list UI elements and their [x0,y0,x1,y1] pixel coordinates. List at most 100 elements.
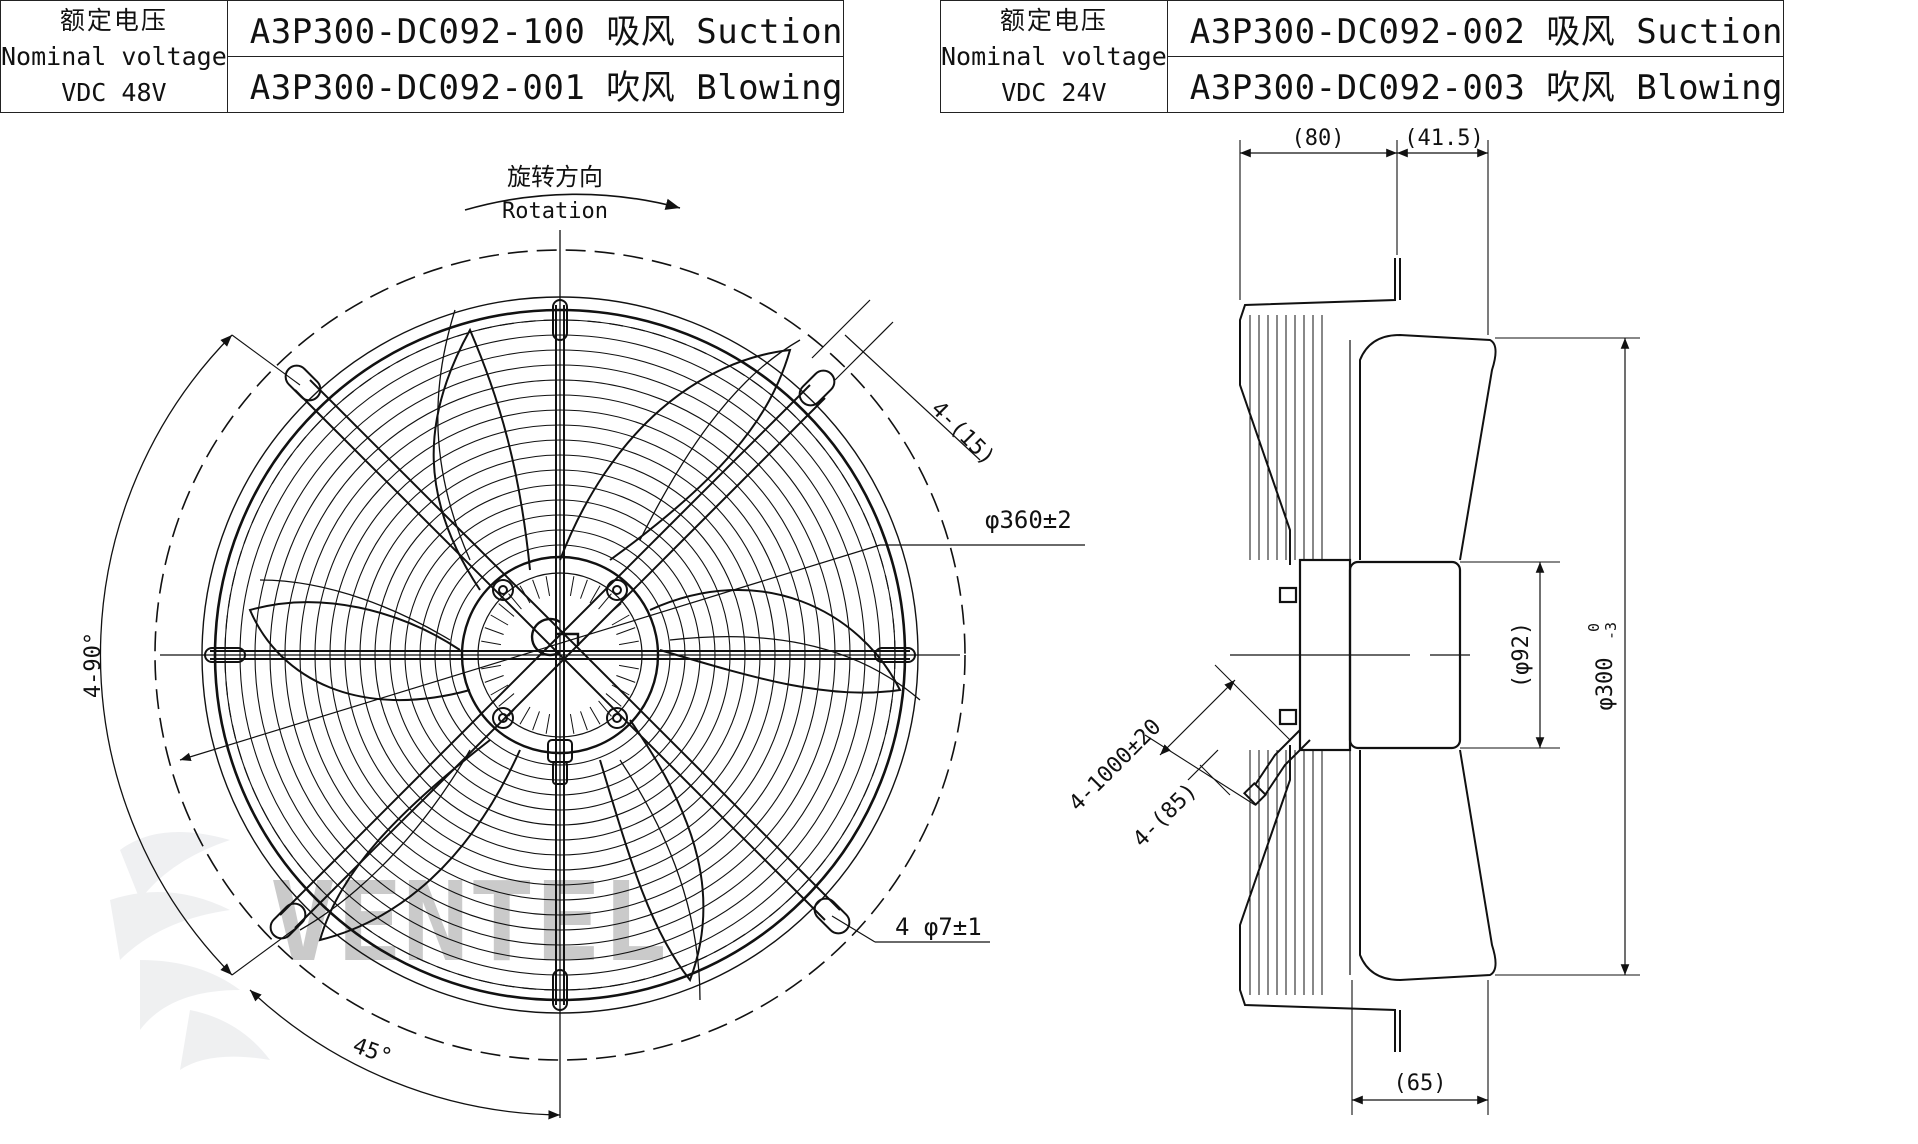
hub-fin [580,579,588,599]
model-suction: A3P300-DC092-100 吸风 Suction [226,0,845,57]
guard-ring [314,409,806,901]
side-view: (80) (41.5) (φ92) φ300 0 -3 (65) 4-1000±… [1064,126,1640,1115]
voltage-value: VDC 24V [1001,77,1107,107]
hub-fin [490,614,509,626]
dim-impeller-tol-lower: -3 [1602,622,1620,640]
hub-fin [532,579,540,599]
dim-depth-41-5-label: (41.5) [1404,126,1483,151]
watermark: VENTEL [110,832,667,1070]
guard-ring [434,529,686,781]
rotation-arrow [464,193,681,211]
hub-fin [569,576,575,596]
hub-fin [519,585,531,604]
hub-fin [532,711,540,731]
spec-table-24v: 额定电压 Nominal voltage VDC 24V A3P300-DC09… [940,0,1785,113]
voltage-label-cn: 额定电压 [999,5,1108,35]
hub-fin [598,700,612,717]
hub-fin [619,664,639,670]
guard-ring [344,439,776,871]
voltage-label-en: Nominal voltage [1,41,227,71]
model-blowing: A3P300-DC092-003 吹风 Blowing [1166,56,1785,113]
model-suction: A3P300-DC092-002 吸风 Suction [1166,0,1785,57]
hub-fin [508,700,522,717]
guard-ring [404,499,716,811]
guard-ring [449,544,671,766]
dim-cable-line [1159,679,1236,756]
guard-rings [224,319,896,991]
voltage-label-cn: 额定电压 [59,5,168,35]
hub-logo [530,617,580,657]
hub-fin [611,684,630,696]
guard-ring [389,484,731,826]
dim-cable-strip-label: 4-(85) [1128,778,1202,852]
guard-ring [284,379,836,931]
hub-fin [589,706,601,725]
hub-fin [490,684,509,696]
voltage-value: VDC 48V [61,77,167,107]
motor-body [1278,558,1462,752]
front-view: 旋转方向 Rotation 4-(15) φ360±2 4 φ7±1 4-90°… [81,163,1085,1120]
dim-impeller-tol-upper: 0 [1585,623,1603,632]
diameter-360-leader [179,544,881,761]
motor-hub-outer [460,555,660,755]
hub-fin [589,585,601,604]
watermark-text: VENTEL [270,858,667,986]
dim-depth-80-label: (80) [1292,126,1345,151]
dim-bottom-65-label: (65) [1394,1071,1447,1096]
guard-ring [299,394,821,916]
hub-fin [481,640,501,646]
dim-slot-label: 4-(15) [926,397,1000,471]
dim-angle-90-label: 4-90° [81,632,106,698]
model-blowing: A3P300-DC092-001 吹风 Blowing [226,56,845,113]
spec-table-48v: 额定电压 Nominal voltage VDC 48V A3P300-DC09… [0,0,845,113]
hub-cooling-fins [480,575,640,735]
hub-fin [498,693,515,707]
guard-ring [419,514,701,796]
hub-fin [545,576,551,596]
voltage-label-en: Nominal voltage [941,41,1167,71]
voltage-cell: 额定电压 Nominal voltage VDC 48V [0,0,228,113]
guard-ring [359,454,761,856]
dim-outer-diameter-label: φ360±2 [985,506,1072,534]
dim-cable-label: 4-1000±20 [1064,714,1166,816]
hub-fin [619,640,639,646]
hub-fin [545,714,551,734]
hub-fin [498,603,515,617]
guard-ring [269,364,851,946]
rotation-label-en: Rotation [502,199,608,224]
dim-hub-label: (φ92) [1509,622,1534,688]
guard-ring [239,334,881,976]
hub-fin [605,603,622,617]
cable [1242,729,1311,807]
hub-fin [611,614,630,626]
hub-fin [484,675,504,683]
impeller-blade-edges [259,309,921,1001]
dim-holes-label: 4 φ7±1 [895,913,982,941]
guard-rim [201,296,919,1014]
guard-outer-ring [213,308,907,1002]
guard-profile [1239,258,1401,1052]
hub-fin [484,627,504,635]
outer-envelope-circle [154,249,966,1061]
impeller-profile [1349,333,1497,982]
guard-ring [374,469,746,841]
hub-bolts [492,579,628,729]
voltage-cell: 额定电压 Nominal voltage VDC 24V [940,0,1168,113]
hub-fin [616,675,636,683]
guard-ring [329,424,791,886]
motor-hub-inner [477,572,643,738]
hub-fin [605,693,622,707]
hub-fin [481,664,501,670]
hub-fin [569,714,575,734]
rotation-label-cn: 旋转方向 [507,163,603,191]
guard-ring [254,349,866,961]
hub-fin [616,627,636,635]
dim-impeller-label: φ300 [1593,658,1618,711]
impeller-blades [248,327,902,983]
angle-45-arc [249,989,561,1120]
hub-fin [580,711,588,731]
hub-fin [519,706,531,725]
angle-90-arc [99,334,233,976]
cable-gland [547,739,573,785]
